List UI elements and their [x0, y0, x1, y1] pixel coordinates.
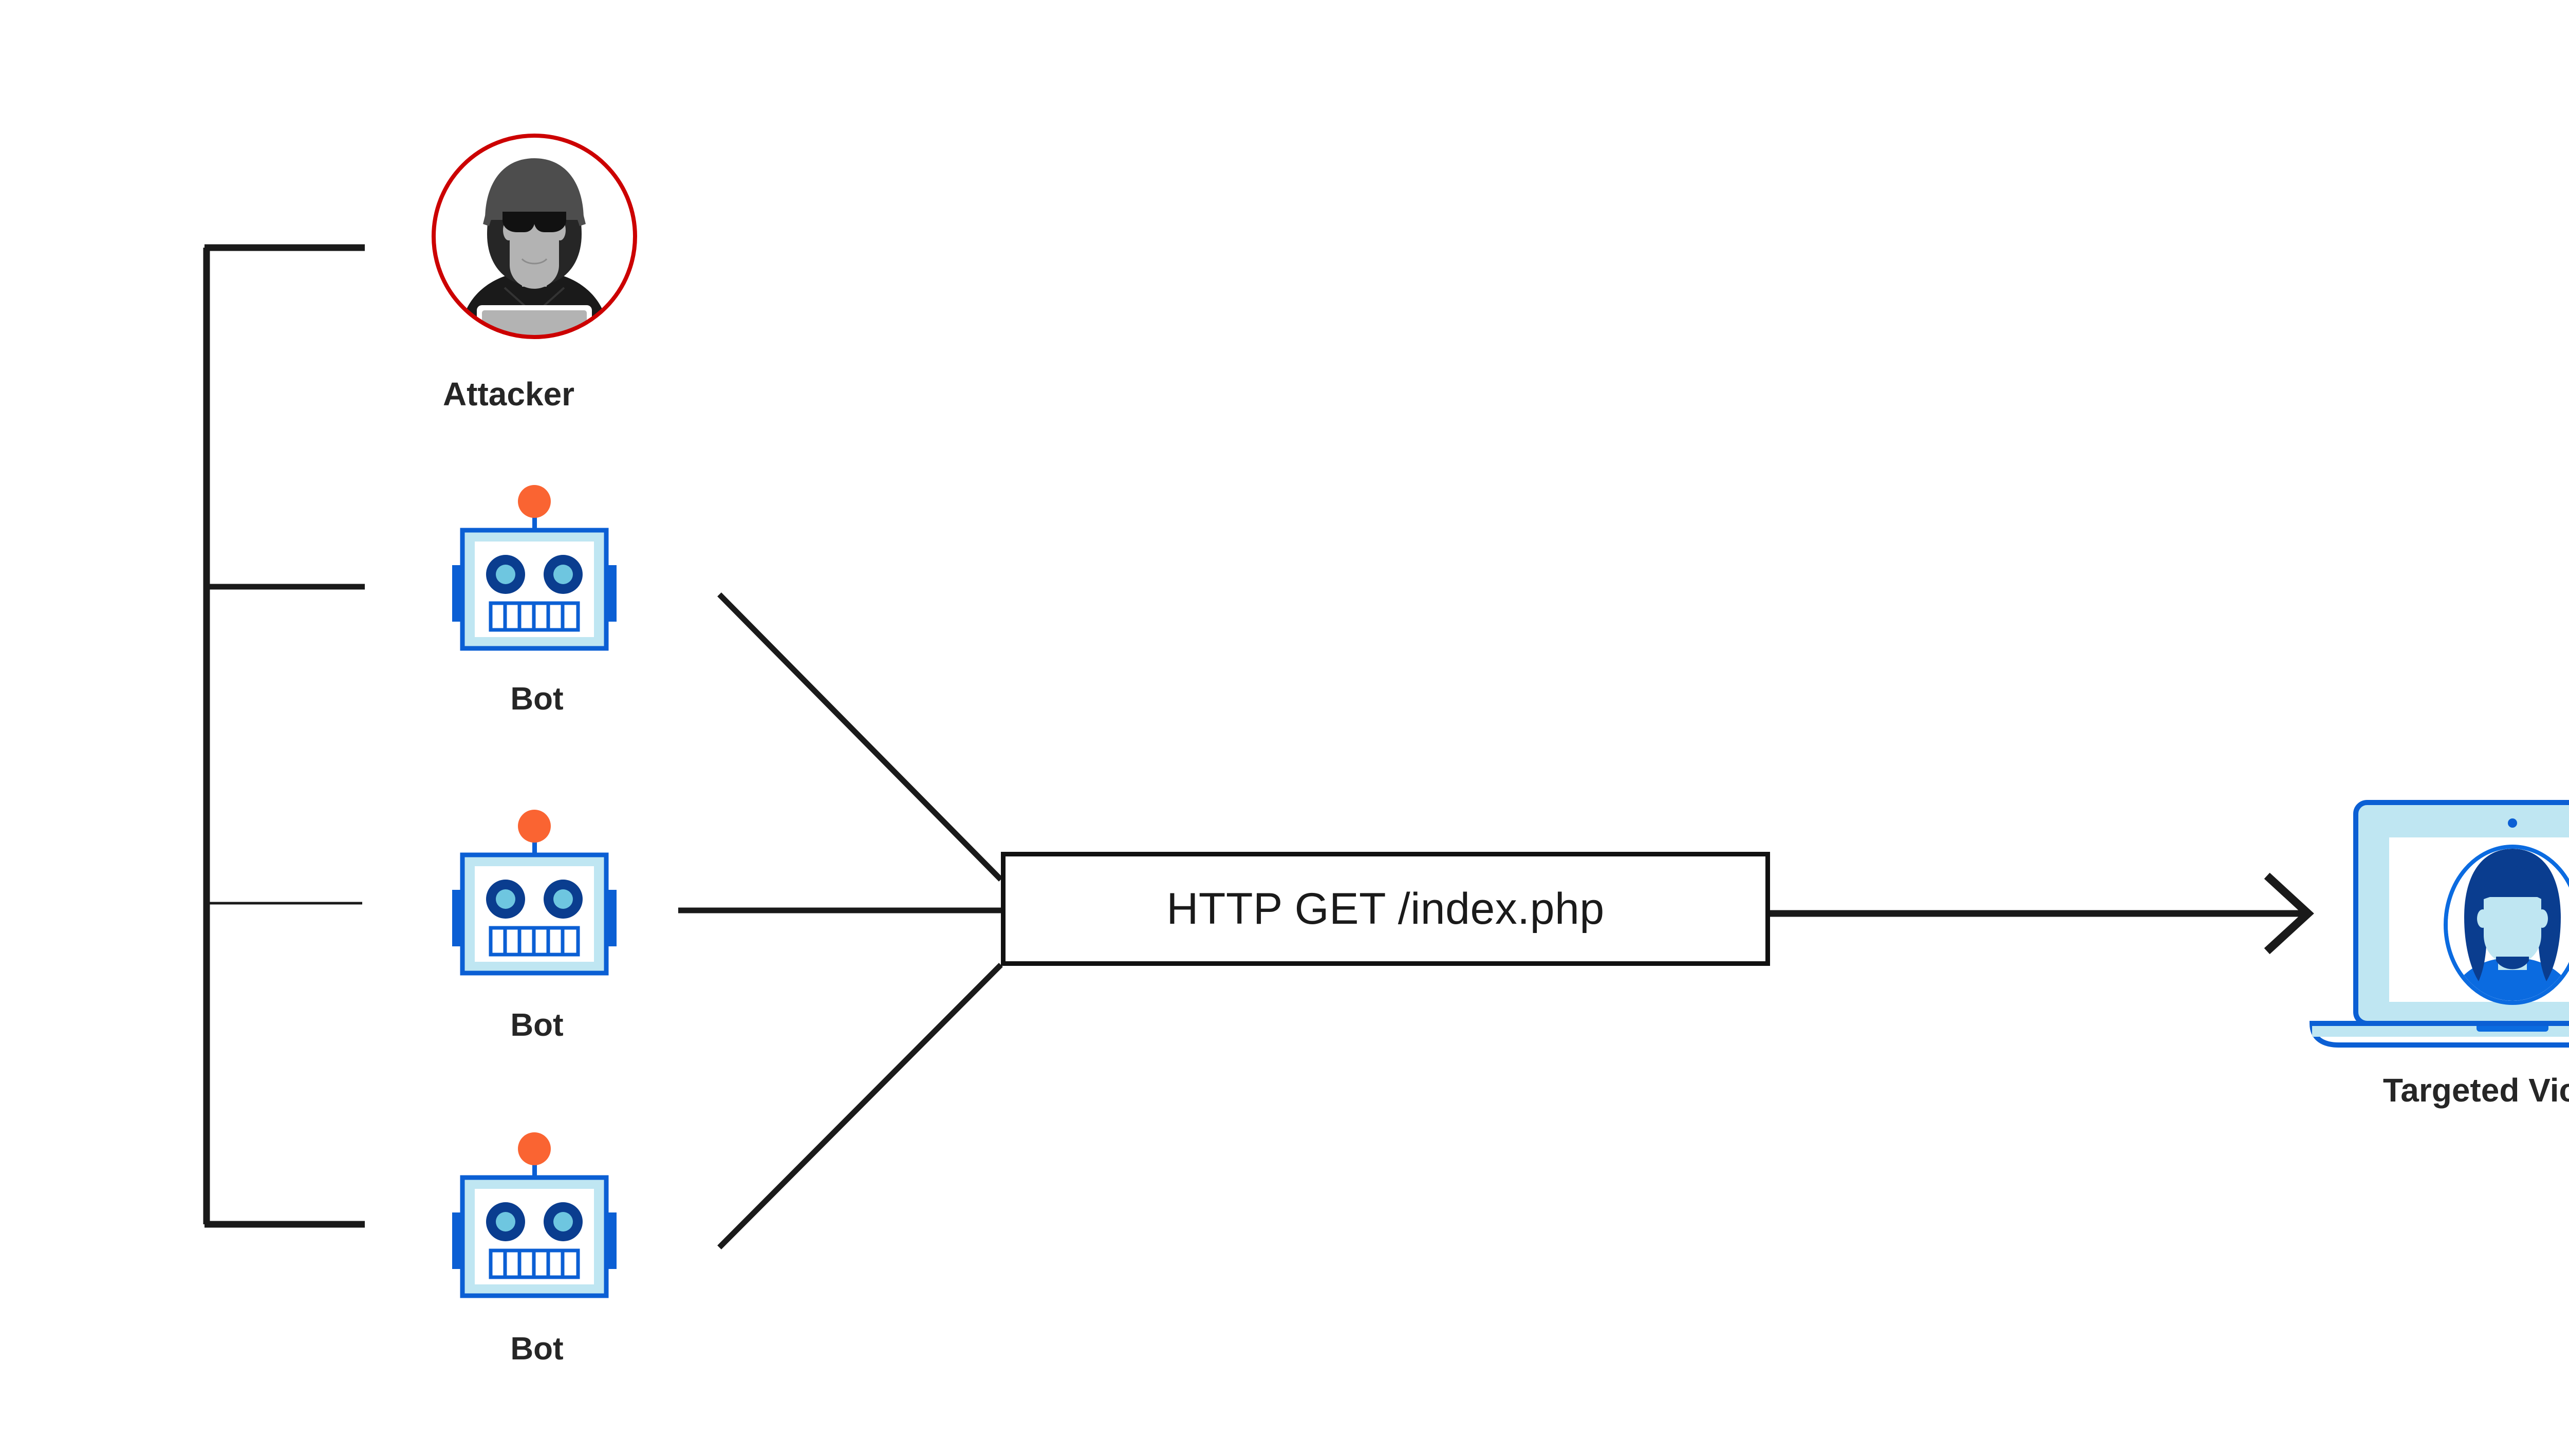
webcam-dot — [2508, 818, 2517, 828]
robot-mouth — [489, 926, 580, 957]
robot-icon — [452, 1132, 617, 1298]
hooded-hacker-icon — [434, 136, 635, 337]
victim-label: Targeted Victim — [2382, 1072, 2569, 1109]
bot-to-box-lines — [678, 592, 1003, 1249]
box-to-victim-arrow — [1770, 872, 2314, 955]
robot-antenna-ball — [518, 1132, 551, 1165]
robot-icon — [452, 810, 617, 976]
attacker-label: Attacker — [442, 376, 575, 413]
robot-mouth — [489, 1248, 580, 1279]
victim-icon[interactable] — [2307, 791, 2569, 1048]
robot-mouth — [489, 601, 580, 632]
bot-2-icon[interactable] — [432, 808, 647, 977]
bot-1-label: Bot — [510, 681, 564, 717]
bot-1-icon[interactable] — [432, 483, 647, 652]
grouping-bracket — [203, 244, 365, 1228]
robot-icon — [452, 485, 617, 651]
bot-3-label: Bot — [510, 1331, 564, 1367]
bot-3-icon[interactable] — [432, 1130, 647, 1300]
attacker-red-ring — [432, 134, 637, 339]
laptop-user-icon — [2309, 800, 2569, 1048]
http-request-label: HTTP GET /index.php — [1166, 884, 1605, 934]
attacker-icon[interactable] — [432, 134, 637, 339]
http-request-box[interactable]: HTTP GET /index.php — [1001, 852, 1770, 966]
avatar — [2444, 845, 2569, 1005]
robot-antenna-ball — [518, 485, 551, 518]
robot-antenna-ball — [518, 810, 551, 843]
bot-2-label: Bot — [510, 1007, 564, 1043]
